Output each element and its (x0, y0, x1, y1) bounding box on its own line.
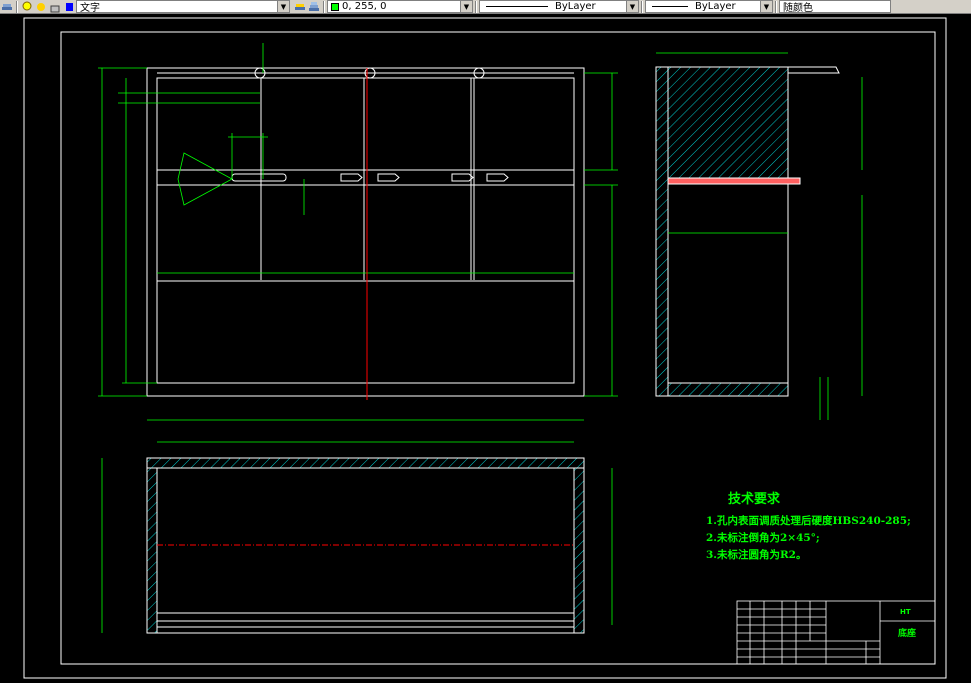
side-view-dimensions (656, 52, 863, 420)
chevron-down-icon[interactable]: ▼ (277, 1, 289, 12)
toolbar-separator (641, 0, 643, 13)
layer-color-icon[interactable] (63, 1, 75, 13)
outer-frame (23, 17, 947, 679)
technical-requirements-title: 技术要求 (728, 492, 781, 507)
lineweight-select[interactable]: ByLayer ▼ (645, 0, 773, 13)
linetype-value: ByLayer (555, 1, 596, 12)
front-view-dimensions (98, 43, 618, 443)
cad-drawing (23, 17, 947, 679)
chevron-down-icon[interactable]: ▼ (760, 1, 772, 12)
material-code: HT (900, 608, 911, 616)
properties-toolbar: 文字 ▼ 0, 255, 0 ▼ ByLayer ▼ ByLayer ▼ 随颜色 (0, 0, 971, 14)
linetype-preview (486, 6, 548, 7)
requirement-line-2: 2.未标注倒角为2×45°; (706, 532, 820, 544)
front-view (146, 67, 585, 397)
toolbar-separator (323, 0, 325, 13)
top-view (101, 457, 613, 634)
lightbulb-icon[interactable] (21, 1, 33, 13)
drawing-canvas[interactable]: 技术要求 1.孔内表面调质处理后硬度HBS240-285; 2.未标注倒角为2×… (0, 15, 971, 683)
lineweight-preview (652, 6, 688, 7)
layer-stack-icon[interactable] (308, 1, 320, 13)
requirement-line-1: 1.孔内表面调质处理后硬度HBS240-285; (706, 515, 911, 527)
text-style-value: 文字 (80, 3, 100, 14)
color-select[interactable]: 0, 255, 0 ▼ (327, 0, 473, 13)
plot-style-value: 随颜色 (783, 3, 813, 14)
toolbar-separator (16, 0, 18, 13)
sun-icon[interactable] (35, 1, 47, 13)
text-style-select[interactable]: 文字 ▼ (76, 0, 290, 13)
chevron-down-icon[interactable]: ▼ (460, 1, 472, 12)
chevron-down-icon[interactable]: ▼ (626, 1, 638, 12)
lock-icon[interactable] (49, 1, 61, 13)
linetype-select[interactable]: ByLayer ▼ (479, 0, 639, 13)
color-value: 0, 255, 0 (342, 1, 387, 12)
inner-frame (60, 31, 936, 665)
toolbar-separator (775, 0, 777, 13)
plot-style-select[interactable]: 随颜色 (779, 0, 891, 13)
layers-icon[interactable] (1, 1, 13, 13)
side-view (655, 66, 840, 397)
lineweight-value: ByLayer (695, 1, 736, 12)
color-swatch (331, 2, 339, 11)
title-block (736, 600, 936, 665)
drawing-name: 底座 (898, 629, 917, 639)
toolbar-separator (475, 0, 477, 13)
layer-previous-icon[interactable] (294, 1, 306, 13)
requirement-line-3: 3.未标注圆角为R2。 (706, 549, 807, 561)
